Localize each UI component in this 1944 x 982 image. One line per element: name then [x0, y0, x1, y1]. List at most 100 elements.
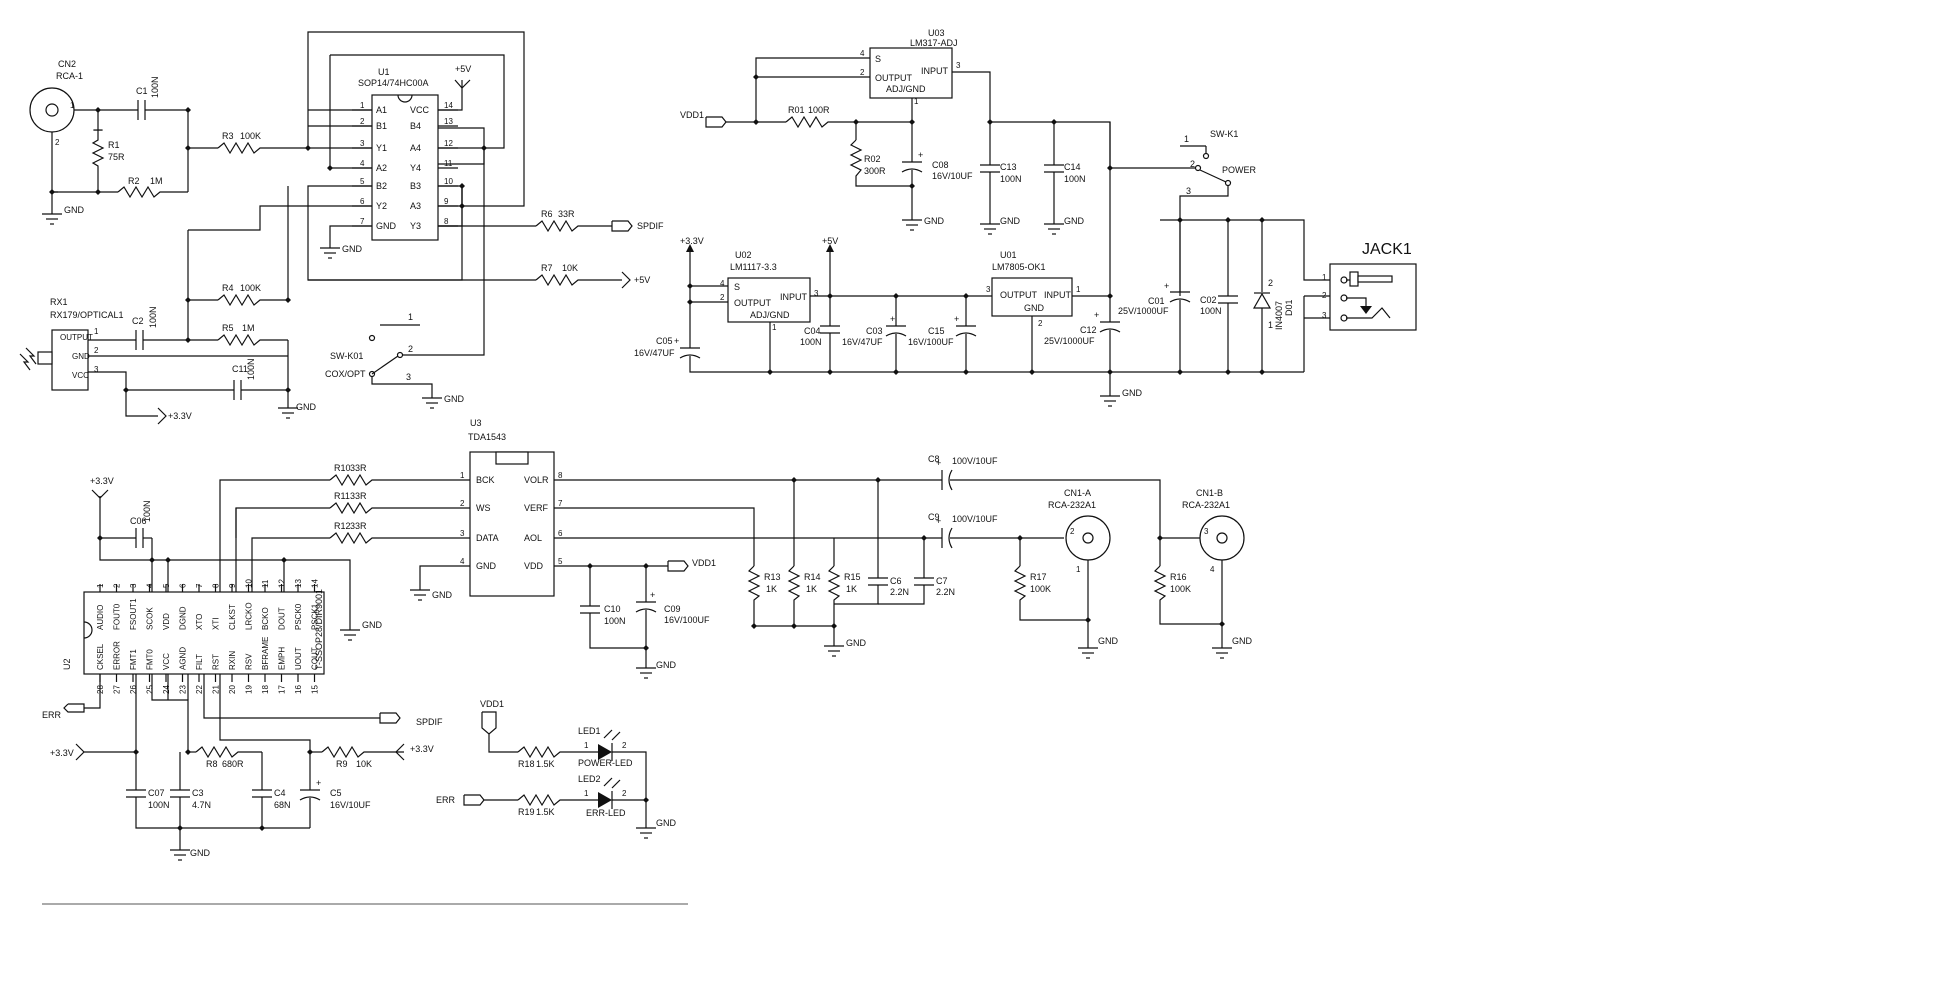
c4-val: 68N [274, 800, 291, 810]
u3-pin-gnd: GND [476, 561, 497, 571]
c9-plus: + [936, 516, 941, 526]
u2-pin-rst: RST [212, 654, 221, 670]
d01-val: IN4007 [1274, 301, 1284, 330]
c11-val: 100N [246, 358, 256, 380]
gnd-label-c14: GND [1064, 216, 1085, 226]
c02-ref: C02 [1200, 295, 1217, 305]
c03-val: 16V/47UF [842, 337, 883, 347]
u02-input: INPUT [780, 292, 808, 302]
u2-pin-filt: FILT [195, 654, 204, 670]
junction-dot-24 [1225, 217, 1231, 223]
c5-plus: + [316, 778, 321, 788]
junction-dot-22 [909, 183, 915, 189]
gnd-label-swk01: GND [444, 394, 465, 404]
u2-pinnum-top-10: 10 [245, 579, 254, 588]
c05-val: 16V/47UF [634, 348, 675, 358]
junction-dot-36 [1029, 369, 1035, 375]
led2-pin1: 1 [584, 789, 589, 798]
u2-pinnum-bottom-23: 23 [179, 685, 188, 694]
u03-ref: U03 [928, 28, 945, 38]
cn1b-pin4: 4 [1210, 565, 1215, 574]
led2-diode [598, 792, 612, 808]
junction-dot-43 [921, 535, 927, 541]
u1-pin-a1: A1 [376, 105, 387, 115]
r12-val: 33R [350, 521, 367, 531]
u2-pin-dgnd: DGND [179, 606, 188, 630]
u01-pin2: 2 [1038, 319, 1043, 328]
c9-val: 100V/10UF [952, 514, 998, 524]
rx1-ref: RX1 [50, 297, 68, 307]
junction-dot-55 [149, 557, 155, 563]
rx1-gnd: GND [72, 352, 90, 361]
c04-val: 100N [800, 337, 822, 347]
c3-val: 4.7N [192, 800, 211, 810]
r5-ref: R5 [222, 323, 234, 333]
c05-ref: C05 [656, 336, 673, 346]
v33-label-u2: +3.3V [90, 476, 114, 486]
r8-ref: R8 [206, 759, 218, 769]
u03-pin1: 1 [914, 97, 919, 106]
junction-dot-0 [95, 107, 101, 113]
c13-val: 100N [1000, 174, 1022, 184]
junction-dot-8 [459, 183, 465, 189]
r10-ref: R10 [334, 463, 351, 473]
junction-dot-46 [587, 563, 593, 569]
c03-ref: C03 [866, 326, 883, 336]
u3-ref: U3 [470, 418, 482, 428]
c05-plus: + [674, 336, 679, 346]
u2-pinnum-bottom-18: 18 [261, 685, 270, 694]
u1-pinnum-8: 8 [444, 217, 449, 226]
junction-dot-18 [909, 119, 915, 125]
c10-ref: C10 [604, 604, 621, 614]
led1-ref: LED1 [578, 726, 601, 736]
r3-val: 100K [240, 131, 261, 141]
r15-val: 1K [846, 584, 857, 594]
cn2-connector: CN2 RCA-1 1 2 [29, 59, 83, 147]
swk01-label: COX/OPT [325, 369, 366, 379]
spdif-label-in: SPDIF [416, 717, 443, 727]
u2-pin-clkst: CLKST [228, 604, 237, 630]
swk01-pin2: 2 [408, 344, 413, 354]
r16-val: 100K [1170, 584, 1191, 594]
junction-dot-26 [687, 283, 693, 289]
junction-dot-38 [1177, 369, 1183, 375]
u1-pin-y3: Y3 [410, 221, 421, 231]
u3-pin-bck: BCK [476, 475, 495, 485]
junction-dot-42 [875, 477, 881, 483]
gnd-label-u2b: GND [190, 848, 211, 858]
u01-pin3: 3 [986, 285, 991, 294]
vdd1-port-led [481, 711, 497, 735]
r15-resistor [827, 565, 841, 626]
c12-ref: C12 [1080, 325, 1097, 335]
r11-val: 33R [350, 491, 367, 501]
c15-ref: C15 [928, 326, 945, 336]
junction-dot-37 [1107, 369, 1113, 375]
u02-regulator: U02 LM1117-3.3 S OUTPUT INPUT ADJ/GND 4 … [720, 250, 819, 332]
r18-val: 1.5K [536, 759, 555, 769]
junction-dot-13 [285, 387, 291, 393]
c1-ref: C1 [136, 86, 148, 96]
r1-resistor [91, 130, 105, 192]
led2-label: ERR-LED [586, 808, 626, 818]
cn1b-ref: CN1-B [1196, 488, 1223, 498]
junction-dot-44 [1017, 535, 1023, 541]
c09-plus: + [650, 590, 655, 600]
led1-pin1: 1 [584, 741, 589, 750]
u2-pinnum-top-1: 1 [96, 583, 105, 588]
c07-ref: C07 [148, 788, 165, 798]
jack1-ref: JACK1 [1362, 241, 1412, 258]
r01-val: 100R [808, 105, 830, 115]
u2-pinnum-bottom-24: 24 [162, 685, 171, 694]
u2-pinnum-top-7: 7 [195, 583, 204, 588]
gnd-label-cn1b: GND [1232, 636, 1253, 646]
c3-ref: C3 [192, 788, 204, 798]
u1-pinnum-12: 12 [444, 139, 453, 148]
c07-val: 100N [148, 800, 170, 810]
junction-dot-27 [687, 299, 693, 305]
u1-pinnum-2: 2 [360, 117, 365, 126]
led1-pin2: 2 [622, 741, 627, 750]
junction-dot-32 [767, 369, 773, 375]
u2-receiver-ic: U2 T-SSOP28/DIR9001 1AUDIO2FOUT03FSOUT14… [62, 579, 325, 694]
cn1a-connector: CN1-A RCA-232A1 2 1 [1048, 488, 1111, 574]
